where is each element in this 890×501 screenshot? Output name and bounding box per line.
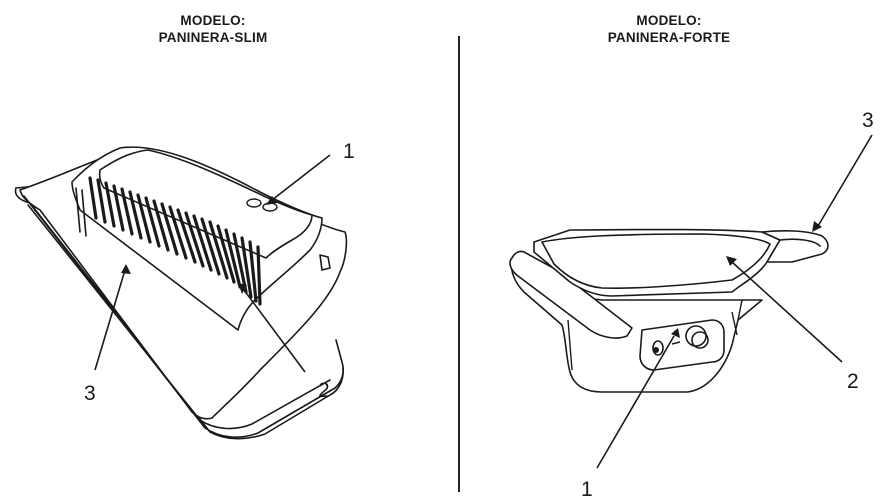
panel-paninera-slim: MODELO: PANINERA-SLIM [14, 12, 363, 440]
callout-1: 1 [581, 478, 593, 501]
paninera-forte-illustration: 3 2 1 [509, 109, 874, 501]
callout-1: 1 [343, 140, 355, 163]
callout-3: 3 [84, 382, 96, 405]
callout-2: 2 [318, 379, 330, 402]
model-name: PANINERA-SLIM [158, 30, 268, 45]
model-title-forte: MODELO: PANINERA-FORTE [519, 12, 819, 46]
panel-paninera-forte: MODELO: PANINERA-FORTE [462, 0, 890, 501]
model-name: PANINERA-FORTE [607, 30, 731, 45]
paninera-slim-illustration: 1 2 3 [14, 140, 355, 440]
callout-3: 3 [862, 109, 874, 132]
model-label: MODELO: [180, 13, 246, 28]
model-label: MODELO: [636, 13, 702, 28]
panel-divider [458, 36, 460, 492]
callout-2: 2 [847, 370, 859, 393]
model-title-slim: MODELO: PANINERA-SLIM [63, 12, 363, 46]
